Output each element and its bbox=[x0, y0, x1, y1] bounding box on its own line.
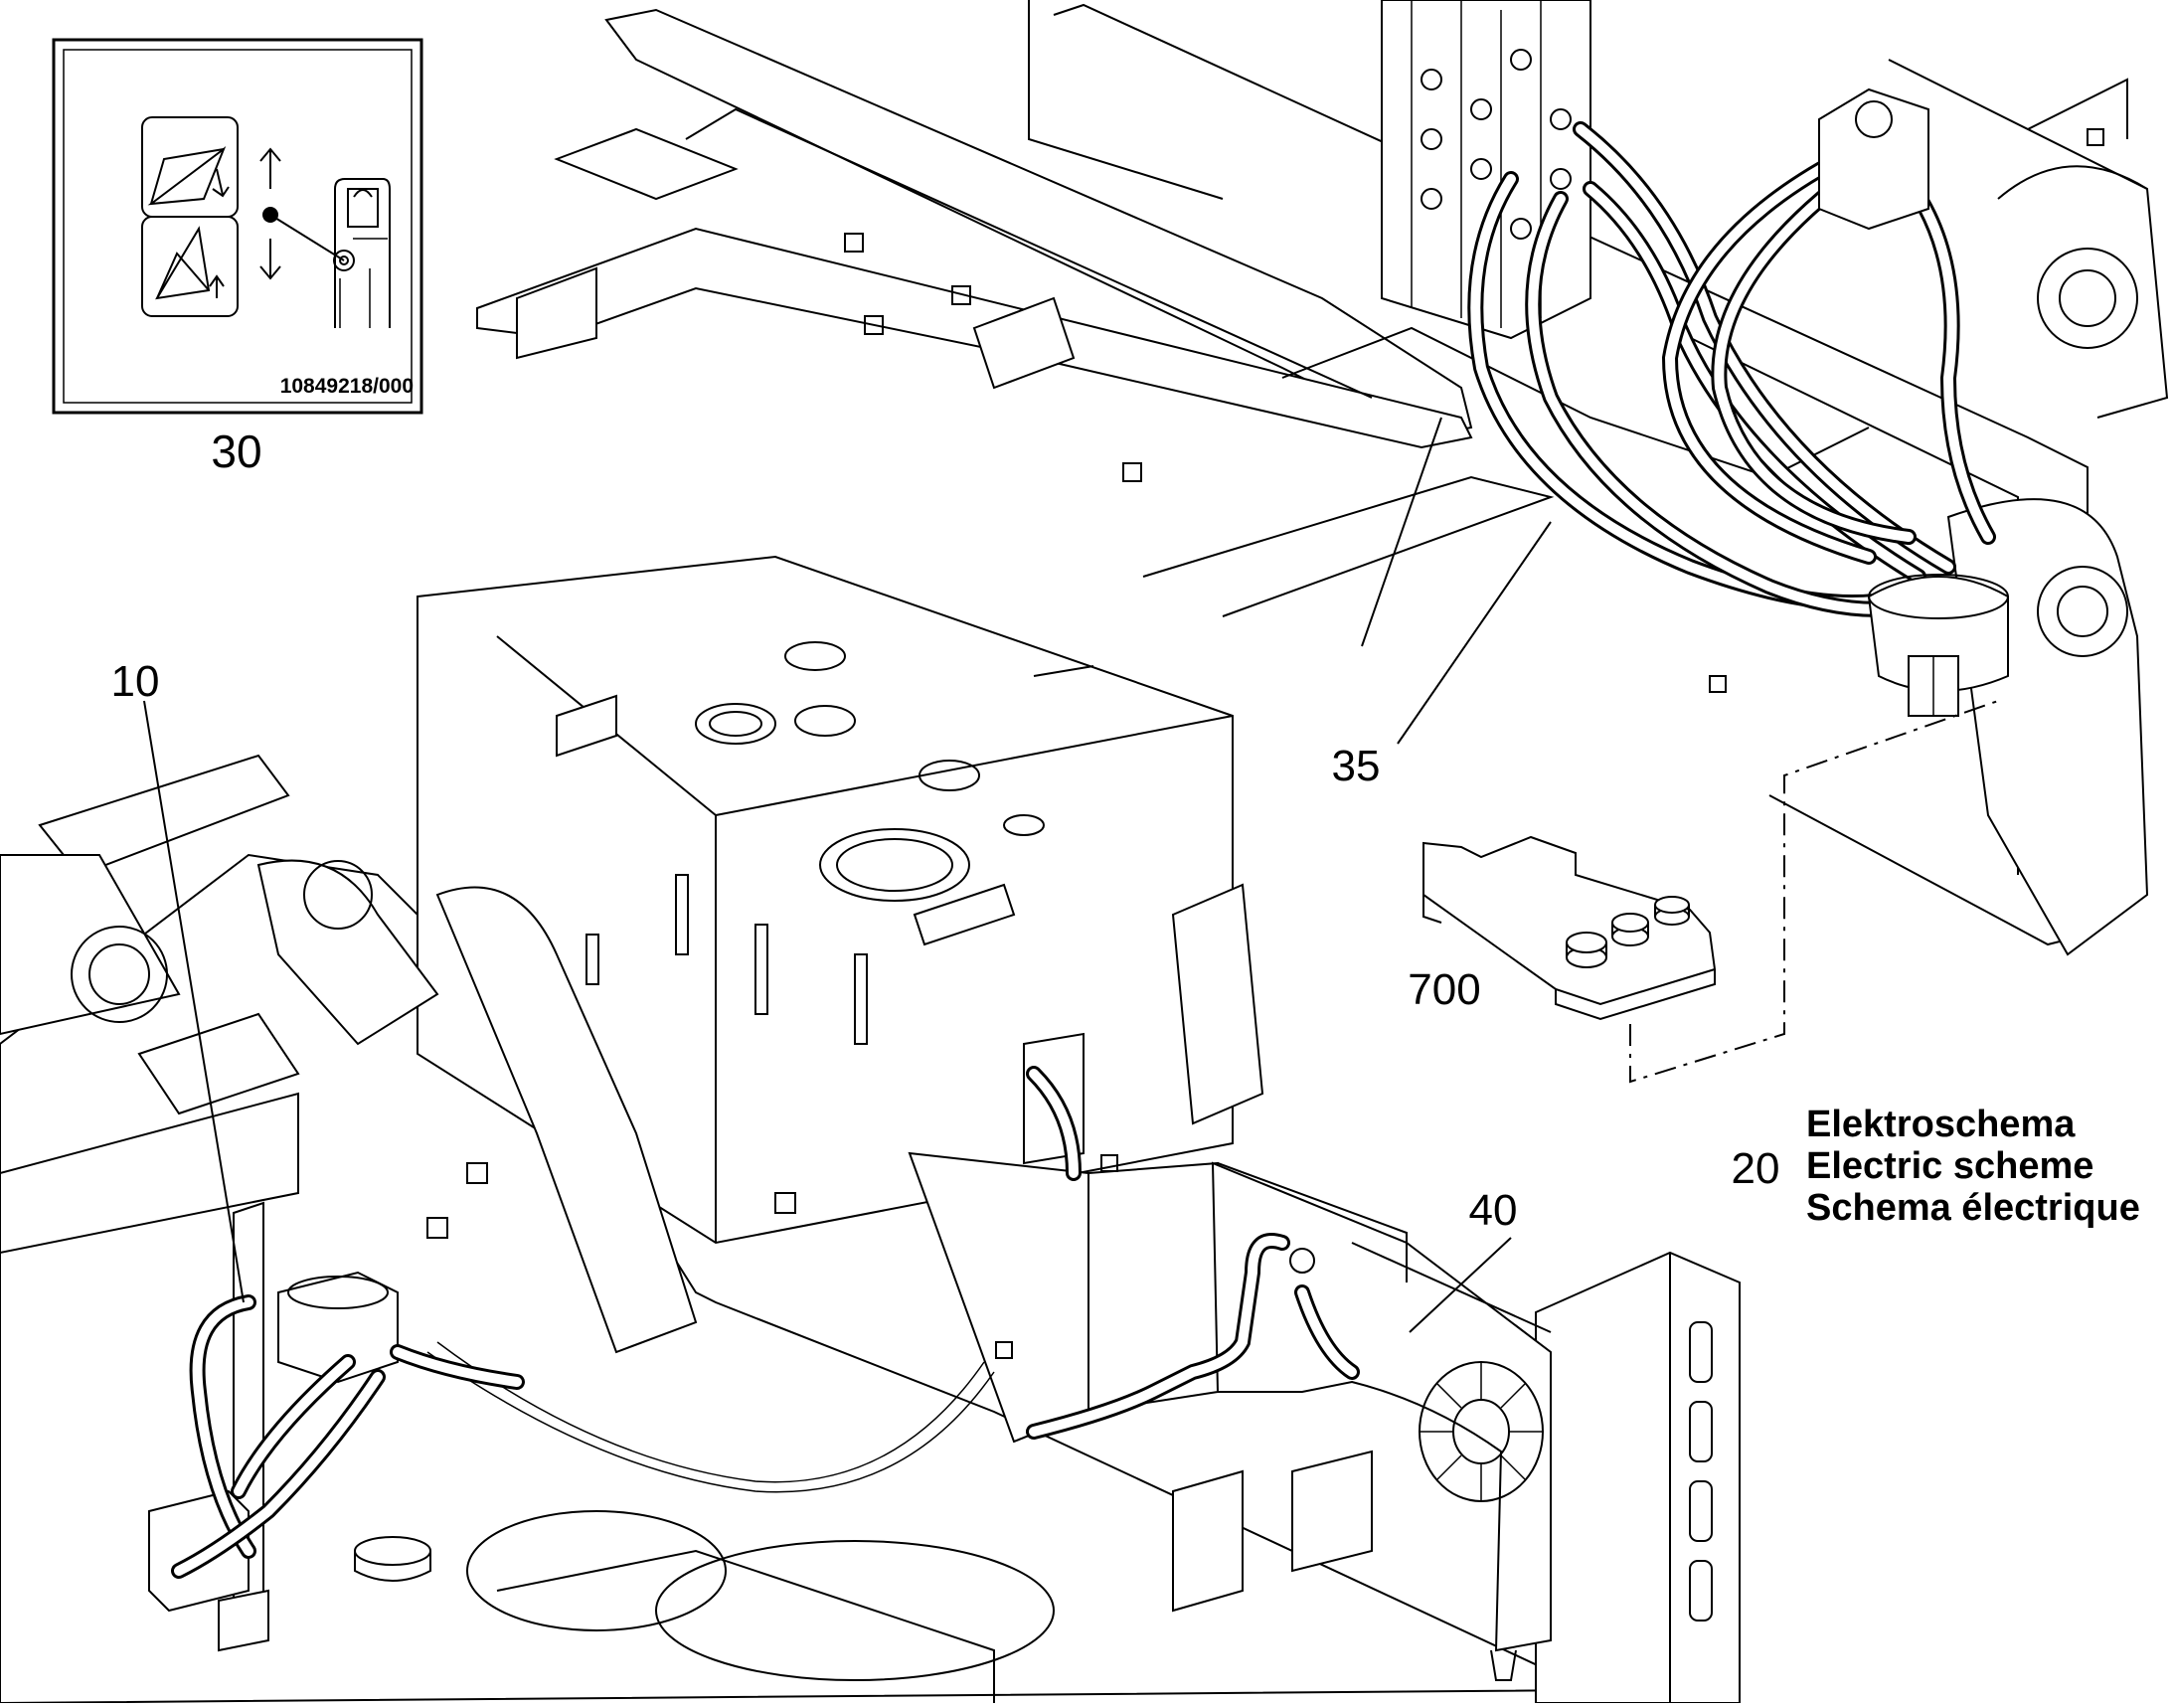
assembly-guide-line bbox=[1629, 700, 1999, 1084]
arrow-down-icon bbox=[259, 239, 281, 280]
callout-700: 700 bbox=[1408, 965, 1480, 1014]
hose-set-35 bbox=[1467, 87, 2009, 717]
callout-35: 35 bbox=[1332, 742, 1381, 790]
leader-10 bbox=[143, 700, 245, 1303]
electric-note-en: Electric scheme bbox=[1806, 1145, 2093, 1187]
callout-10: 10 bbox=[111, 657, 160, 706]
right-frame-post bbox=[1172, 1251, 1741, 1704]
bracket-700 bbox=[1422, 835, 1717, 1021]
control-lever-sketch bbox=[333, 178, 391, 328]
upper-frame bbox=[476, 0, 2169, 956]
control-valve-block bbox=[1381, 0, 1591, 340]
electric-note-de: Elektroschema bbox=[1806, 1104, 2076, 1145]
leader-40 bbox=[1409, 1237, 1512, 1333]
callout-30: 30 bbox=[211, 426, 261, 477]
callout-20: 20 bbox=[1732, 1144, 1780, 1193]
arrow-up-icon bbox=[259, 147, 281, 189]
callout-40: 40 bbox=[1469, 1186, 1518, 1235]
decal-inset: 10849218/000 bbox=[52, 38, 423, 415]
guard-assembly-40 bbox=[908, 1151, 1552, 1681]
bucket-up-pictogram bbox=[141, 216, 239, 317]
electric-note-fr: Schema électrique bbox=[1806, 1187, 2140, 1229]
leader-35 bbox=[1397, 521, 1552, 745]
pilot-valve-assembly-10 bbox=[148, 1201, 525, 1652]
bucket-down-pictogram bbox=[141, 116, 239, 218]
decal-code: 10849218/000 bbox=[280, 375, 414, 398]
